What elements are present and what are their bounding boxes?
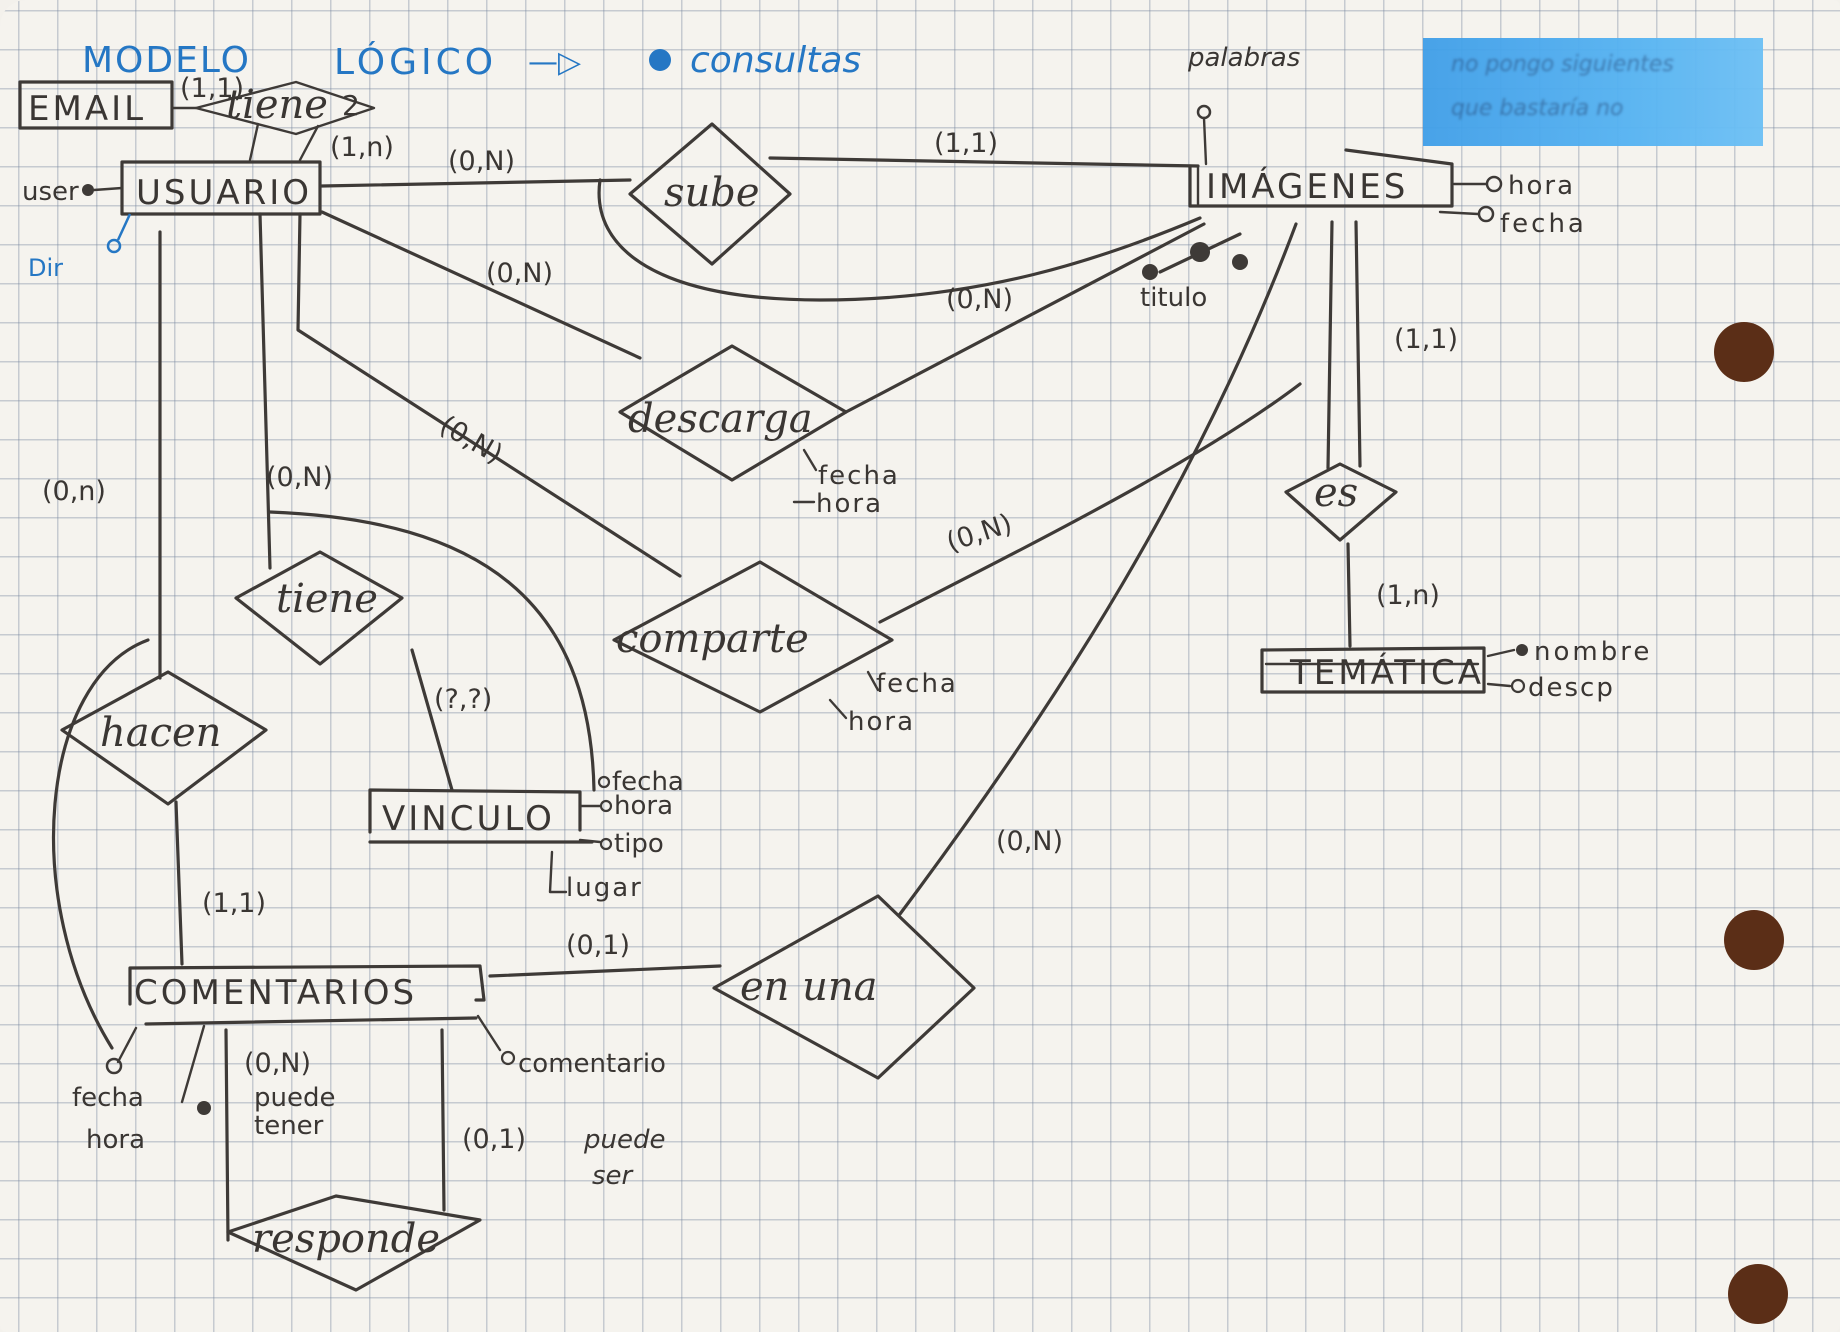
entity-imagenes: IMÁGENES (1206, 166, 1408, 207)
binder-hole-bottom (1728, 1264, 1788, 1324)
rel-hacen: hacen (100, 710, 221, 756)
attr-vin-hora: hora (614, 791, 673, 821)
attr-comp-hora: hora (848, 707, 915, 737)
title-bullet (649, 49, 671, 71)
card-responde-right: (0,1) (462, 1124, 526, 1155)
attr-vin-tipo: tipo (614, 829, 664, 859)
attr-comp-fecha: fecha (876, 669, 958, 699)
attr-img-fecha: fecha (1500, 209, 1587, 239)
attr-com-comentario: comentario (518, 1049, 666, 1079)
card-responde-right-note2: ser (592, 1161, 635, 1191)
attr-dir: Dir (28, 254, 63, 282)
card-usuario-hacen: (0,n) (42, 476, 106, 507)
card-es-tematica: (1,n) (1376, 580, 1440, 611)
card-usuario-sube: (0,N) (448, 146, 515, 177)
rel-comparte-diamond (612, 560, 894, 714)
card-usuario-descarga: (0,N) (486, 258, 553, 289)
rel-tiene-vinculo: tiene (276, 576, 378, 622)
binder-hole-middle (1724, 910, 1784, 970)
card-hacen-comentarios: (1,1) (202, 888, 266, 919)
entity-usuario: USUARIO (136, 173, 312, 213)
rel-tiene-email: tiene (226, 82, 328, 128)
blue-sticky-note: no pongo siguientes que bastaría no (1423, 38, 1763, 146)
attr-palabras: palabras (1187, 43, 1300, 73)
entity-email-box (18, 80, 174, 130)
attr-tem-nombre: nombre (1534, 637, 1652, 667)
rel-en-una: en una (740, 964, 878, 1010)
card-responde-left-note1: puede (254, 1083, 335, 1113)
svg-text:2: 2 (342, 89, 360, 122)
attr-vin-lugar: lugar (566, 873, 643, 903)
rel-hacen-diamond (60, 670, 268, 806)
rel-responde: responde (252, 1216, 440, 1262)
attr-desc-hora: hora (816, 489, 883, 519)
attr-com-hora: hora (86, 1125, 145, 1155)
card-imagenes-en-una: (0,N) (996, 826, 1063, 857)
attr-desc-fecha: fecha (818, 461, 900, 491)
rel-en-una-diamond (712, 894, 976, 1080)
title-modelo: MODELO (82, 40, 251, 81)
entity-comentarios-box (128, 964, 486, 1006)
entity-vinculo-box (368, 788, 582, 834)
rel-tiene-email-diamond (194, 80, 376, 136)
title-arrow: —▷ (528, 45, 581, 80)
note-line-1: no pongo siguientes (1451, 52, 1674, 77)
binder-hole-top (1714, 322, 1774, 382)
card-comentarios-en-una: (0,1) (566, 930, 630, 961)
rel-tiene-vinculo-diamond (234, 550, 404, 666)
attr-vin-fecha: fecha (612, 767, 684, 797)
card-responde-left: (0,N) (244, 1048, 311, 1079)
rel-comparte: comparte (616, 616, 809, 662)
attr-com-fecha: fecha (72, 1083, 144, 1113)
rel-sube-diamond (628, 122, 792, 266)
attr-tem-desc: descp (1528, 673, 1615, 703)
rel-es: es (1314, 470, 1358, 516)
rel-sube: sube (664, 170, 760, 216)
attr-titulo: titulo (1140, 283, 1207, 313)
attr-img-hora: hora (1508, 171, 1575, 201)
rel-es-diamond (1284, 462, 1398, 542)
rel-descarga: descarga (628, 396, 813, 442)
card-comparte-imagenes: (0,N) (943, 508, 1016, 558)
card-tiene-vinculo: (?,?) (434, 684, 492, 715)
entity-tematica-box (1260, 646, 1486, 694)
entity-imagenes-box (1188, 148, 1454, 208)
entity-tematica: TEMÁTICA (1289, 652, 1484, 693)
title-logico: LÓGICO (334, 41, 497, 83)
card-tiene-usuario: (1,n) (330, 132, 394, 163)
rel-responde-diamond (226, 1194, 482, 1292)
card-usuario-tiene: (0,N) (266, 462, 333, 493)
card-responde-right-note1: puede (583, 1125, 665, 1155)
note-line-2: que bastaría no (1451, 96, 1624, 121)
card-sube-imagenes: (1,1) (934, 128, 998, 159)
entity-email: EMAIL (28, 89, 146, 129)
entity-vinculo: VINCULO (382, 799, 555, 839)
card-responde-left-note2: tener (254, 1111, 324, 1141)
attr-user: user (22, 177, 79, 207)
card-imagenes-es: (1,1) (1394, 324, 1458, 355)
card-usuario-comparte: (0,N) (434, 410, 508, 470)
title-consultas: consultas (690, 40, 861, 81)
card-descarga-imagenes: (0,N) (946, 284, 1013, 315)
entity-comentarios: COMENTARIOS (134, 973, 417, 1013)
